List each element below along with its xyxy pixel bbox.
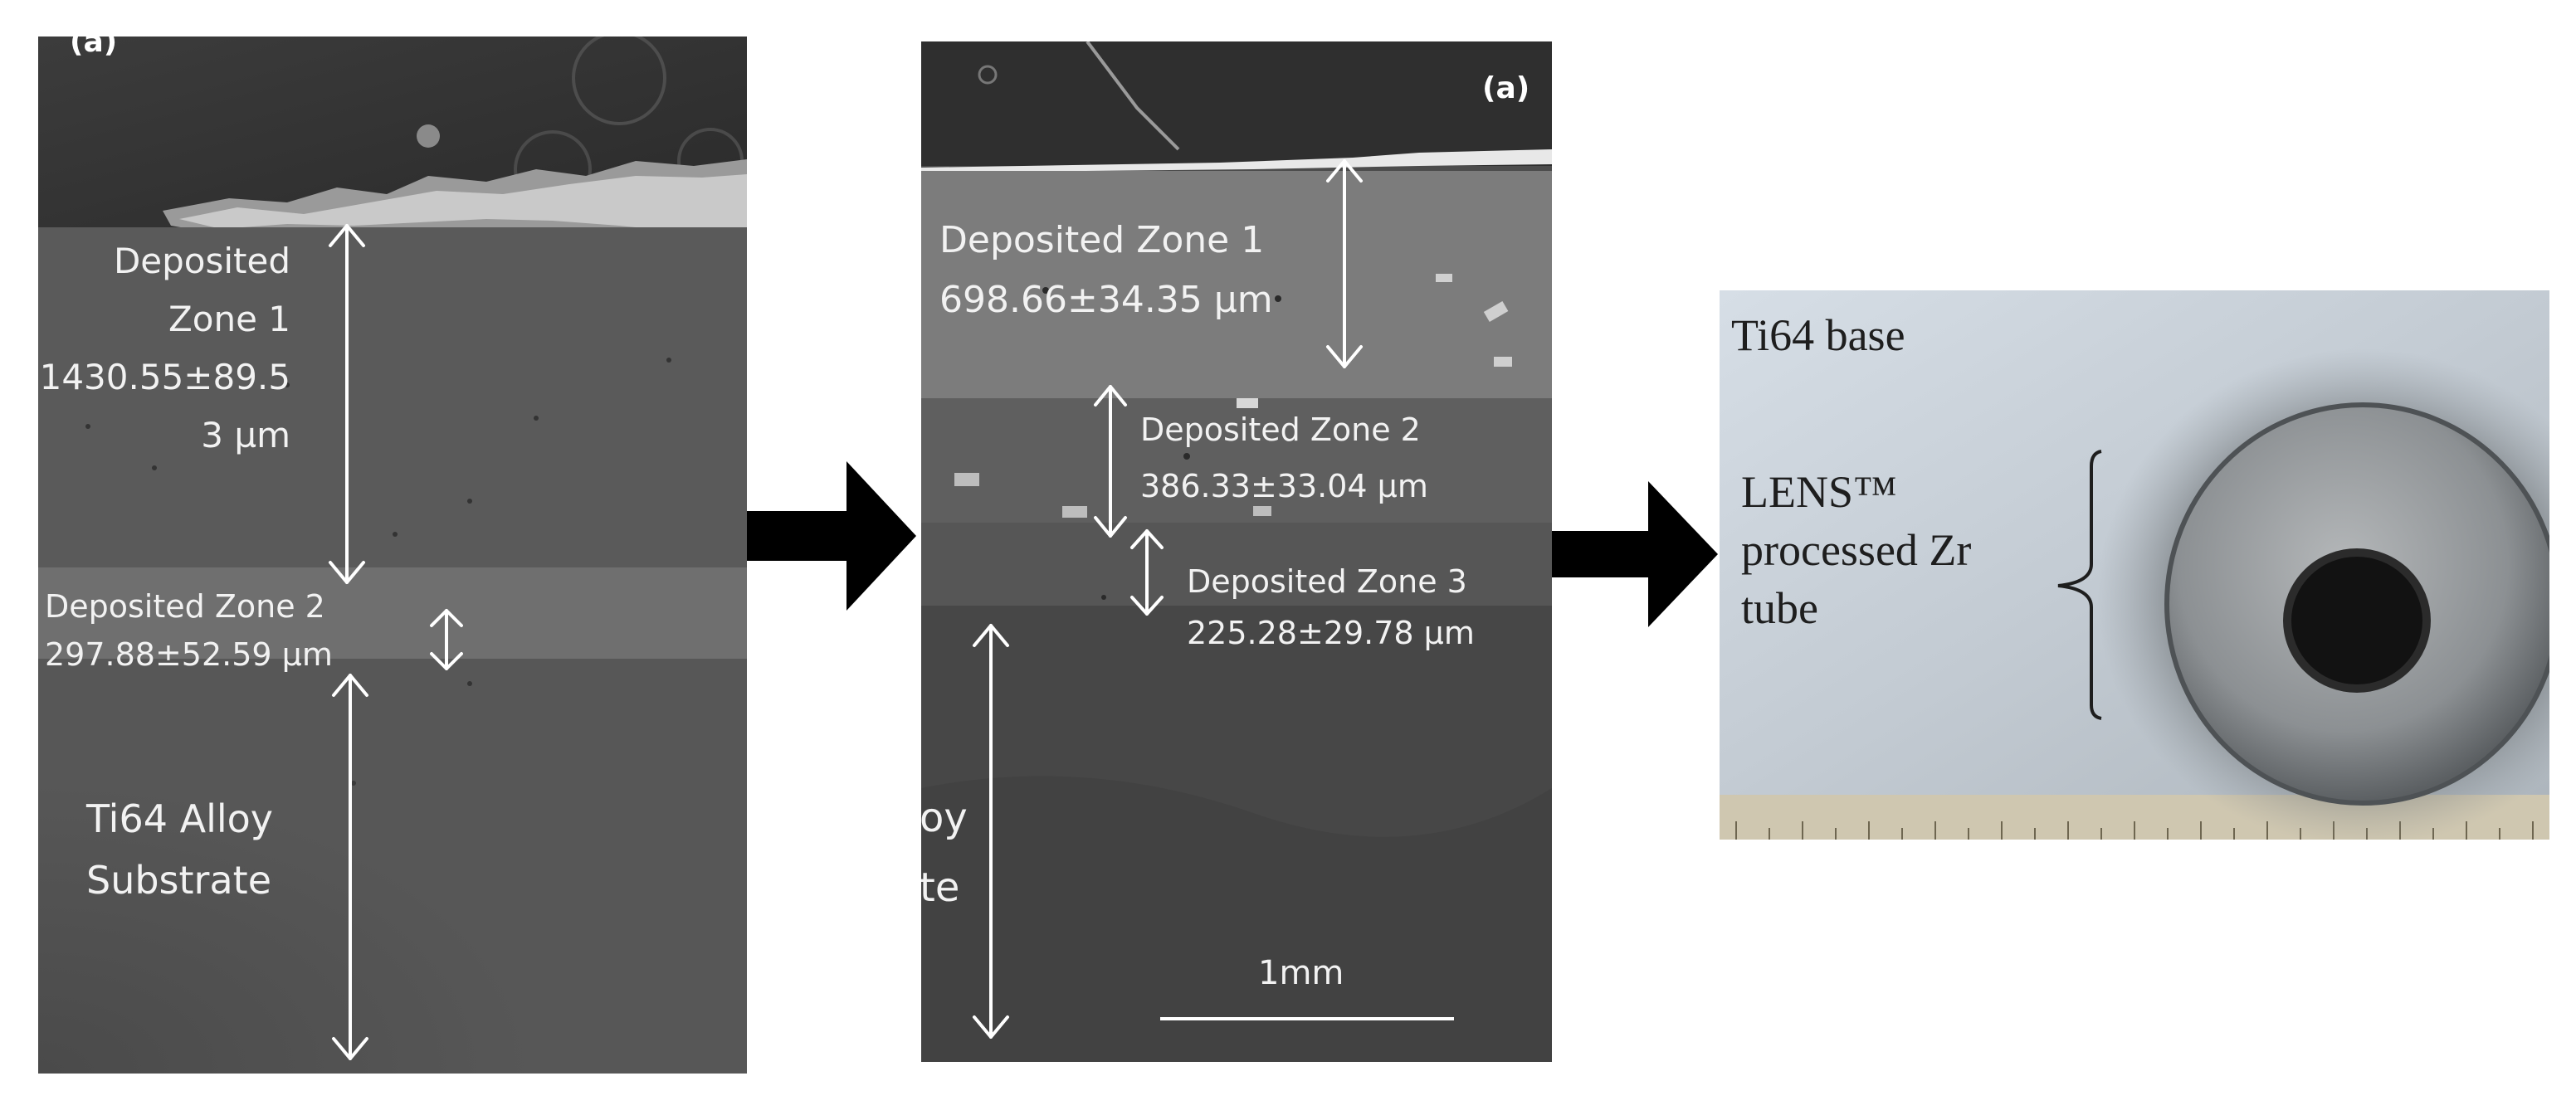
zone1-label-left-line3: 1430.55±89.5	[39, 357, 290, 397]
zone2-label-left: Deposited Zone 2 297.88±52.59 µm	[45, 582, 333, 679]
tube-label-line1: LENS™	[1741, 467, 1897, 517]
flow-arrow-1	[747, 461, 916, 611]
zone1-label-left-line1: Deposited	[113, 241, 290, 281]
photo-zr-tube-background	[1720, 290, 2549, 840]
substrate-label-middle-line1: oy	[921, 795, 968, 841]
sem-image-left-background	[38, 37, 747, 1074]
zone3-label-middle-line1: Deposited Zone 3	[1187, 563, 1467, 600]
zone2-label-left-line1: Deposited Zone 2	[45, 588, 325, 625]
tube-label: LENS™ processed Zr tube	[1741, 463, 1971, 637]
zone1-label-left-line2: Zone 1	[168, 299, 290, 339]
sem-image-left: (a) Deposited Zone 1 1430.55±89.5 3 µm D…	[38, 37, 747, 1074]
sem-image-middle: (a) Deposited Zone 1 698.66±34.35 µm Dep…	[921, 41, 1552, 1062]
zone1-label-left-line4: 3 µm	[201, 415, 290, 455]
tube-label-line2: processed Zr	[1741, 525, 1972, 575]
substrate-label-left-line2: Substrate	[86, 858, 271, 903]
zone1-label-middle-line1: Deposited Zone 1	[939, 219, 1265, 261]
zone1-label-middle-line2: 698.66±34.35 µm	[939, 279, 1273, 321]
substrate-label-left: Ti64 Alloy Substrate	[86, 788, 273, 911]
zone3-label-middle: Deposited Zone 3 225.28±29.78 µm	[1187, 556, 1475, 659]
tube-label-line3: tube	[1741, 583, 1818, 633]
bracket-icon	[2057, 450, 2102, 720]
substrate-label-middle-partial: oy te	[921, 783, 968, 923]
zr-tube-bore	[2283, 548, 2431, 693]
base-label: Ti64 base	[1731, 310, 1905, 360]
panel-tag-left: (a)	[70, 37, 118, 59]
substrate-label-middle-line2: te	[921, 864, 960, 911]
scale-bar-label: 1mm	[1258, 954, 1344, 992]
panel-tag-middle: (a)	[1482, 71, 1530, 105]
sem-image-middle-background	[921, 41, 1552, 1062]
photo-zr-tube: Ti64 base LENS™ processed Zr tube	[1720, 290, 2549, 840]
flow-arrow-2	[1552, 481, 1718, 627]
substrate-label-left-line1: Ti64 Alloy	[86, 796, 274, 841]
zone2-label-middle-line1: Deposited Zone 2	[1140, 411, 1421, 448]
zone2-label-left-line2: 297.88±52.59 µm	[45, 636, 333, 673]
zone2-label-middle: Deposited Zone 2 386.33±33.04 µm	[1140, 402, 1428, 514]
zone1-label-middle: Deposited Zone 1 698.66±34.35 µm	[939, 211, 1273, 330]
zone2-label-middle-line2: 386.33±33.04 µm	[1140, 468, 1428, 504]
zone3-label-middle-line2: 225.28±29.78 µm	[1187, 615, 1475, 651]
zone1-label-left: Deposited Zone 1 1430.55±89.5 3 µm	[38, 232, 290, 465]
